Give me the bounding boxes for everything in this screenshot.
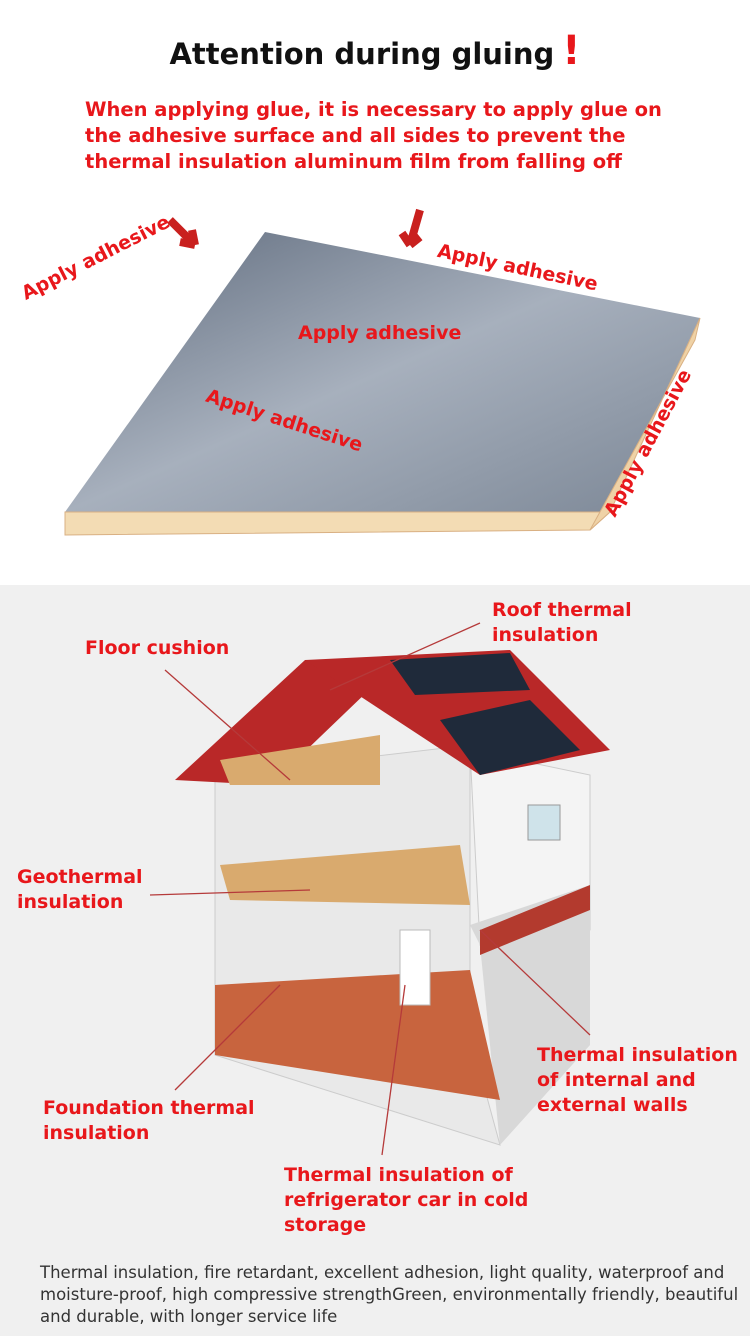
label-cold-storage: Thermal insulation of refrigerator car i… <box>284 1164 529 1236</box>
label-walls: Thermal insulation of internal and exter… <box>537 1044 738 1116</box>
foil-surface <box>65 232 700 512</box>
label-geothermal: Geothermal insulation <box>17 866 143 913</box>
arrow-icon <box>167 217 199 249</box>
warning-text: When applying glue, it is necessary to a… <box>85 98 662 173</box>
label-foundation: Foundation thermal insulation <box>43 1097 255 1144</box>
product-description: Thermal insulation, fire retardant, exce… <box>40 1263 739 1326</box>
arrow-icon <box>398 208 424 249</box>
adhesive-label: Apply adhesive <box>298 322 462 344</box>
house-illustration <box>149 622 610 1156</box>
exclamation-icon: ! <box>562 28 581 74</box>
label-roof-insulation: Roof thermal insulation <box>492 599 632 646</box>
board-illustration <box>64 208 701 536</box>
page-title: Attention during gluing! <box>169 28 581 74</box>
label-floor-cushion: Floor cushion <box>85 637 230 659</box>
